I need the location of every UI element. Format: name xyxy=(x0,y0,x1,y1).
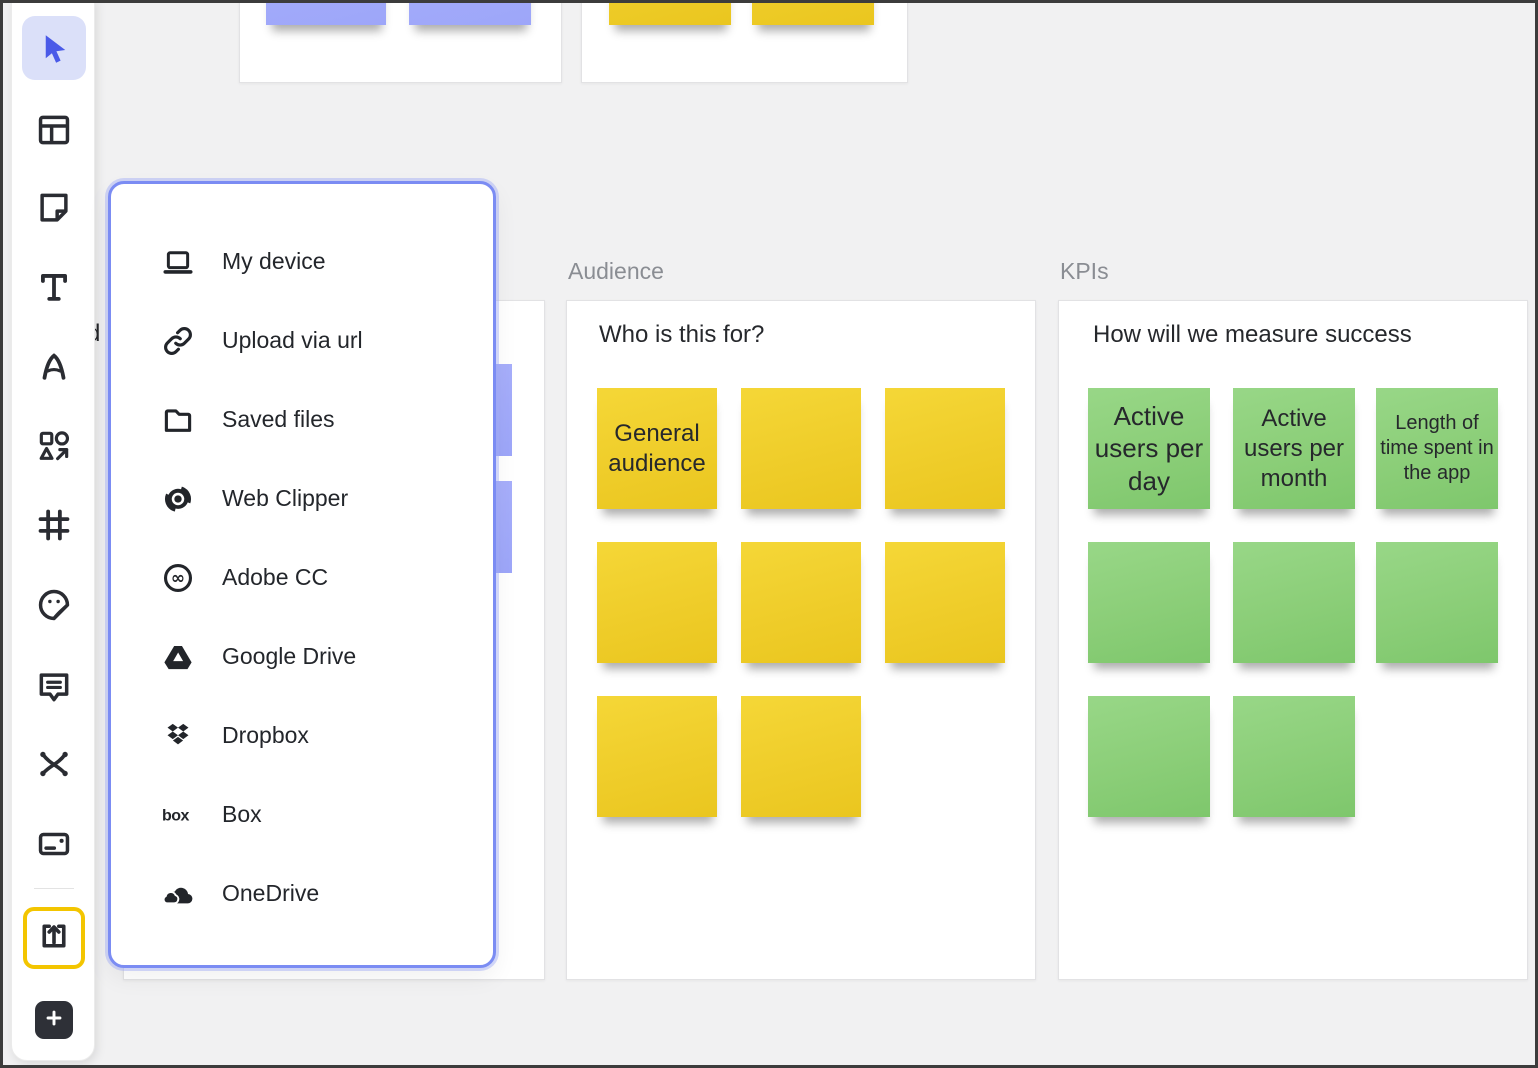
cursor-icon xyxy=(36,30,72,66)
menu-item-label: Web Clipper xyxy=(222,485,349,511)
frame-top-left[interactable] xyxy=(239,3,562,83)
comment-icon xyxy=(35,668,73,706)
tool-shapes-button[interactable] xyxy=(24,416,84,476)
sticky-note[interactable] xyxy=(597,696,717,817)
sticky-note[interactable] xyxy=(885,542,1005,663)
menu-item-label: Dropbox xyxy=(222,722,309,748)
connector-icon xyxy=(35,745,73,783)
sticky-note[interactable] xyxy=(1088,542,1210,663)
tool-pen-button[interactable] xyxy=(24,337,84,397)
sticky-note[interactable] xyxy=(597,542,717,663)
shapes-icon xyxy=(35,427,73,465)
sticky-note[interactable] xyxy=(1233,696,1355,817)
sticky-note[interactable] xyxy=(741,542,861,663)
frame-icon xyxy=(35,506,73,544)
sticky-note[interactable] xyxy=(885,388,1005,509)
menu-item-web-clipper[interactable]: Web Clipper xyxy=(111,459,493,538)
menu-item-label: Upload via url xyxy=(222,327,363,353)
upload-menu: My device Upload via url Saved files xyxy=(108,181,496,968)
sticky-note[interactable] xyxy=(409,3,531,25)
menu-item-label: My device xyxy=(222,248,326,274)
onedrive-icon xyxy=(159,875,196,912)
menu-item-label: Box xyxy=(222,801,262,827)
sticker-icon xyxy=(35,586,73,624)
menu-item-label: OneDrive xyxy=(222,880,320,906)
tool-comment-button[interactable] xyxy=(24,657,84,717)
toolbar xyxy=(11,3,95,1061)
sticky-note[interactable] xyxy=(1376,542,1498,663)
tool-sticky-note-button[interactable] xyxy=(24,178,84,238)
sticky-note[interactable] xyxy=(741,388,861,509)
add-more-button[interactable] xyxy=(35,1001,73,1039)
sticky-note-icon xyxy=(35,189,73,227)
sticky-note[interactable] xyxy=(741,696,861,817)
menu-item-label: Google Drive xyxy=(222,643,357,669)
menu-item-onedrive[interactable]: OneDrive xyxy=(111,854,493,933)
frame-label-audience[interactable]: Audience xyxy=(568,258,664,284)
menu-item-adobe-cc[interactable]: ∞ Adobe CC xyxy=(111,538,493,617)
frame-top-right[interactable] xyxy=(581,3,908,83)
tool-templates-button[interactable] xyxy=(24,100,84,160)
chrome-icon xyxy=(159,480,196,517)
frame-kpis[interactable]: How will we measure success Active users… xyxy=(1058,300,1528,980)
plus-icon xyxy=(43,1007,65,1034)
menu-item-saved-files[interactable]: Saved files xyxy=(111,380,493,459)
templates-icon xyxy=(35,111,73,149)
frame-audience[interactable]: Who is this for? General audience xyxy=(566,300,1036,980)
folder-icon xyxy=(159,401,196,438)
sticky-note[interactable] xyxy=(1233,542,1355,663)
tool-frame-button[interactable] xyxy=(24,495,84,555)
sticky-note[interactable]: Length of time spent in the app xyxy=(1376,388,1498,509)
pen-icon xyxy=(35,348,73,386)
tool-select-button[interactable] xyxy=(22,16,86,80)
svg-text:∞: ∞ xyxy=(170,568,184,588)
sticky-note[interactable]: Active users per month xyxy=(1233,388,1355,509)
sticky-note[interactable] xyxy=(609,3,731,25)
laptop-icon xyxy=(159,243,196,280)
tool-card-button[interactable] xyxy=(24,814,84,874)
sticky-note[interactable] xyxy=(752,3,874,25)
menu-item-label: Saved files xyxy=(222,406,335,432)
frame-heading-audience: Who is this for? xyxy=(599,321,765,348)
adobe-cc-icon: ∞ xyxy=(159,559,196,596)
menu-item-google-drive[interactable]: Google Drive xyxy=(111,617,493,696)
menu-item-upload-via-url[interactable]: Upload via url xyxy=(111,301,493,380)
google-drive-icon xyxy=(159,638,196,675)
tool-text-button[interactable] xyxy=(24,257,84,317)
sticky-note[interactable]: General audience xyxy=(597,388,717,509)
dropbox-icon xyxy=(159,717,196,754)
tool-sticker-button[interactable] xyxy=(24,575,84,635)
svg-text:box: box xyxy=(162,807,190,824)
card-icon xyxy=(35,825,73,863)
sticky-note[interactable] xyxy=(1088,696,1210,817)
menu-item-my-device[interactable]: My device xyxy=(111,222,493,301)
upload-icon xyxy=(36,918,72,959)
text-icon xyxy=(35,268,73,306)
menu-item-label: Adobe CC xyxy=(222,564,329,590)
sticky-note[interactable]: Active users per day xyxy=(1088,388,1210,509)
sticky-note[interactable] xyxy=(266,3,386,25)
tool-connector-button[interactable] xyxy=(24,734,84,794)
frame-heading-kpis: How will we measure success xyxy=(1093,321,1412,348)
menu-item-box[interactable]: box Box xyxy=(111,775,493,854)
menu-item-dropbox[interactable]: Dropbox xyxy=(111,696,493,775)
link-icon xyxy=(159,322,196,359)
box-icon: box xyxy=(159,796,196,833)
toolbar-divider xyxy=(34,888,74,889)
frame-label-kpis[interactable]: KPIs xyxy=(1060,258,1109,284)
tool-upload-button[interactable] xyxy=(23,907,85,969)
